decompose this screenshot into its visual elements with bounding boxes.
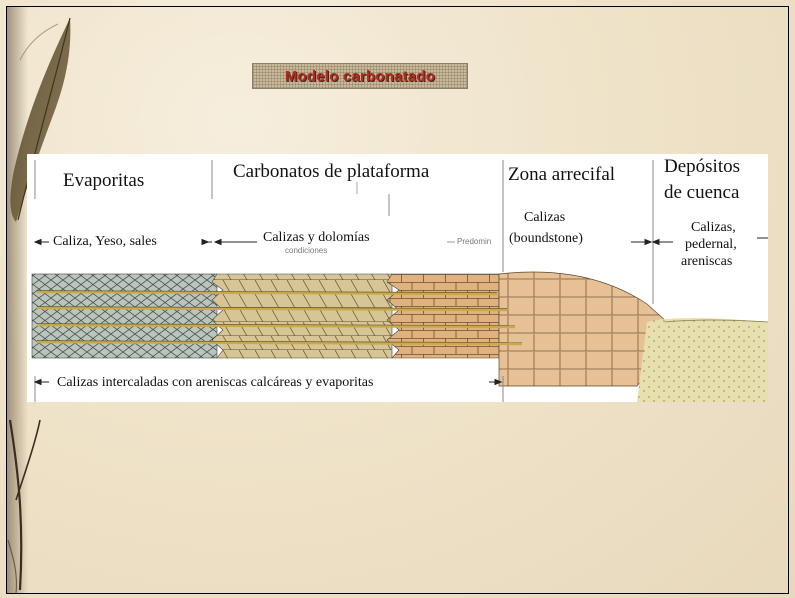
- zone-label-evaporitas: Evaporitas: [63, 171, 144, 191]
- zone-label-depositos-line2: de cuenca: [664, 183, 739, 203]
- bottom-note: Calizas intercaladas con areniscas calcá…: [57, 376, 373, 391]
- cross-section-drawing: [27, 154, 768, 402]
- faint-label-predomin: Predomin: [457, 238, 491, 246]
- faint-label-condiciones: condiciones: [285, 247, 327, 255]
- zone-label-carbonatos-plataforma: Carbonatos de plataforma: [233, 162, 429, 182]
- zone-label-depositos-line1: Depósitos: [664, 157, 740, 177]
- lithology-label-arrecifal-line1: Calizas: [524, 211, 565, 226]
- slide-title-box: Modelo carbonatado: [252, 63, 468, 89]
- slide-title: Modelo carbonatado: [285, 68, 435, 85]
- lithology-label-cuenca-line1: Calizas,: [691, 221, 736, 236]
- lithology-label-cuenca-line2: pedernal,: [685, 238, 737, 253]
- lithology-label-evaporitas: Caliza, Yeso, sales: [53, 235, 157, 250]
- zone-label-zona-arrecifal: Zona arrecifal: [508, 165, 615, 185]
- lithology-label-cuenca-line3: areniscas: [681, 255, 732, 270]
- carbonate-model-diagram: Evaporitas Carbonatos de plataforma Zona…: [27, 154, 768, 402]
- lithology-label-arrecifal-line2: (boundstone): [509, 232, 583, 247]
- lithology-label-plataforma: Calizas y dolomías: [263, 231, 370, 246]
